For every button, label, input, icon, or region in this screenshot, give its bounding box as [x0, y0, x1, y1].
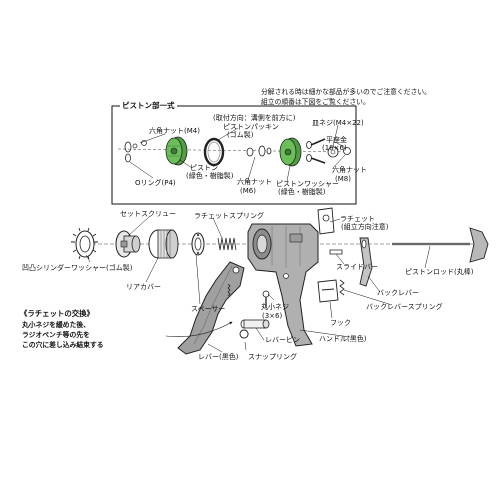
slide-bar	[329, 249, 343, 255]
ratchet-plate	[317, 207, 335, 235]
back-lever	[359, 237, 373, 287]
piston-axis	[117, 148, 353, 153]
piston-packing	[203, 137, 225, 167]
label-handle: ハンドル(黒色)	[319, 335, 367, 343]
o-ring-p4	[124, 140, 147, 163]
ratchet-spring	[217, 237, 237, 251]
label-ratchet-note: (組立方向注意)	[341, 223, 389, 231]
piston-section-frame	[111, 105, 357, 205]
label-piston-packing: ピストンパッキン	[223, 123, 279, 131]
label-back-lever-spring: バックレバースプリング	[366, 303, 443, 311]
lever-small-spring	[227, 283, 231, 297]
ratchet-callout-line1: 丸小ネジを緩めた後、	[22, 321, 90, 329]
pan-screw-m4	[306, 138, 351, 164]
label-flat-washer: 平座金	[326, 136, 347, 144]
piston-rod	[392, 227, 489, 263]
main-leaders	[85, 215, 431, 353]
snap-ring	[239, 329, 249, 339]
ratchet-callout-line3: この穴に差し込み結束する	[22, 341, 104, 349]
back-lever-spring	[339, 279, 345, 296]
label-piston-sub: (緑色・樹脂製)	[186, 172, 234, 180]
lever-trigger	[177, 261, 245, 355]
lever-pin	[240, 319, 270, 329]
label-rear-cover: リアカバー	[126, 283, 161, 291]
cylinder-washer	[71, 227, 98, 260]
label-snap-ring: スナップリング	[248, 353, 297, 361]
label-piston-washer-sub: (緑色・樹脂製)	[278, 188, 326, 196]
label-ratchet: ラチェット	[340, 215, 375, 223]
rear-cover	[148, 229, 179, 259]
handle-body	[247, 223, 319, 347]
label-hex-nut-m4: 六角ナット(M4)	[149, 127, 200, 135]
callout-arrow	[165, 321, 233, 337]
label-hex-nut-m6-size: (M6)	[240, 187, 256, 195]
label-spacer: スペーサー	[191, 305, 226, 313]
label-lever: レバー(黒色)	[198, 353, 239, 361]
label-pan-screw: 皿ネジ(M4×22)	[312, 119, 364, 127]
label-round-screw-size: (3×6)	[262, 312, 283, 320]
label-piston-packing-sub: (ゴム製)	[227, 131, 254, 139]
spacer	[191, 232, 205, 256]
label-back-lever: バックレバー	[377, 289, 419, 297]
round-screw	[262, 290, 270, 308]
ratchet-callout-title: 《ラチェットの交換》	[20, 309, 94, 318]
label-concave-washer: 凹凸シリンダーワッシャー(ゴム製)	[22, 264, 133, 272]
set-screw	[115, 230, 141, 258]
piston-green	[165, 136, 188, 166]
label-slide-bar: スライドバー	[336, 263, 378, 271]
label-ratchet-spring: ラチェットスプリング	[194, 212, 264, 220]
hex-nut-m6	[246, 145, 272, 157]
label-piston-washer: ピストンワッシャー	[276, 180, 339, 188]
label-hex-nut-m8-size: (M8)	[335, 175, 351, 183]
label-o-ring: Oリング(P4)	[135, 179, 176, 187]
piston-leaders	[129, 124, 347, 182]
piston-section-title: ピストン部一式	[120, 100, 177, 111]
label-direction-note: (取付方向：溝側を前方に)	[213, 114, 296, 122]
label-lever-pin: レバーピン	[265, 336, 300, 344]
label-hook: フック	[330, 319, 351, 327]
hook	[317, 279, 339, 303]
label-hex-nut-m8: 六角ナット	[332, 166, 367, 174]
label-flat-washer-size: (16×6)	[322, 144, 347, 152]
top-note-line1: 分解される時は細かな部品が多いのでご注意ください。	[261, 88, 431, 96]
label-hex-nut-m6: 六角ナット	[237, 178, 272, 186]
label-round-screw: 丸小ネジ	[261, 303, 289, 311]
ratchet-callout-line2: ラジオペンチ等の先を	[22, 331, 90, 339]
top-note-line2: 組立の順番は下図をご覧ください。	[261, 98, 370, 106]
label-piston: ピストン	[190, 164, 218, 172]
label-piston-rod: ピストンロッド(丸棒)	[405, 268, 474, 276]
piston-washer-green	[279, 137, 302, 167]
label-set-screw: セットスクリュー	[120, 210, 176, 218]
